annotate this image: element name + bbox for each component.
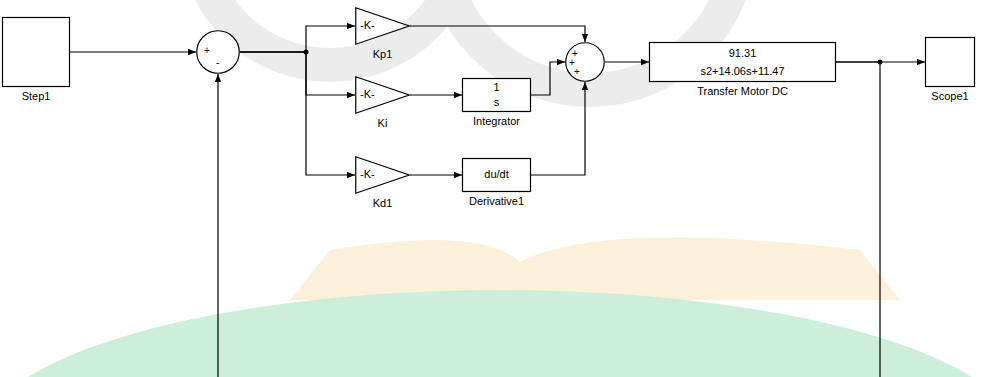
block-text: -K- [360, 168, 375, 181]
gain-block: -K-Kp1 [355, 7, 410, 45]
block-text: s2+14.06s+11.47 [649, 65, 836, 78]
sign-label: - [216, 57, 219, 68]
sign-label: + [574, 66, 580, 77]
integrator-block: 1sIntegrator [462, 78, 531, 112]
block-text: 91.31 [649, 47, 836, 60]
signal-line [218, 62, 880, 377]
gain-block: -K-Ki [355, 76, 410, 114]
block-label: Scope1 [931, 90, 968, 103]
block-text: s [462, 96, 531, 109]
gain-block: -K-Kd1 [355, 156, 410, 194]
block-text: -K- [360, 88, 375, 101]
sum-junction: +++ [565, 42, 605, 82]
scope-block: Scope1 [925, 37, 975, 87]
transfer-function-block: 91.31s2+14.06s+11.47Transfer Motor DC [649, 42, 836, 82]
signal-line [605, 61, 649, 62]
sign-label: + [569, 57, 575, 68]
watermark-book [290, 238, 900, 301]
sign-label: + [204, 45, 210, 56]
rect-outline [2, 17, 70, 87]
signal-line [70, 51, 196, 52]
signal-line [240, 52, 355, 95]
signal-line [410, 94, 462, 95]
signal-line [531, 82, 585, 175]
signal-line [240, 26, 355, 52]
derivative-block: du/dtDerivative1 [462, 158, 531, 192]
step-block: Step1 [2, 17, 70, 87]
watermark-hill [0, 290, 1003, 377]
block-text: du/dt [462, 168, 531, 181]
block-text: 1 [462, 81, 531, 94]
block-label: Kd1 [373, 197, 393, 210]
signal-line [410, 26, 585, 42]
sum-junction: +- [196, 30, 240, 74]
block-label: Kp1 [373, 48, 393, 61]
signal-line [240, 52, 355, 175]
block-label: Derivative1 [469, 195, 524, 208]
block-label: Transfer Motor DC [697, 85, 788, 98]
signal-line [531, 62, 565, 95]
signal-line [410, 174, 462, 175]
block-text: -K- [360, 19, 375, 32]
rect-outline [925, 37, 975, 87]
block-label: Ki [378, 117, 388, 130]
block-label: Step1 [22, 90, 51, 103]
block-label: Integrator [473, 115, 520, 128]
